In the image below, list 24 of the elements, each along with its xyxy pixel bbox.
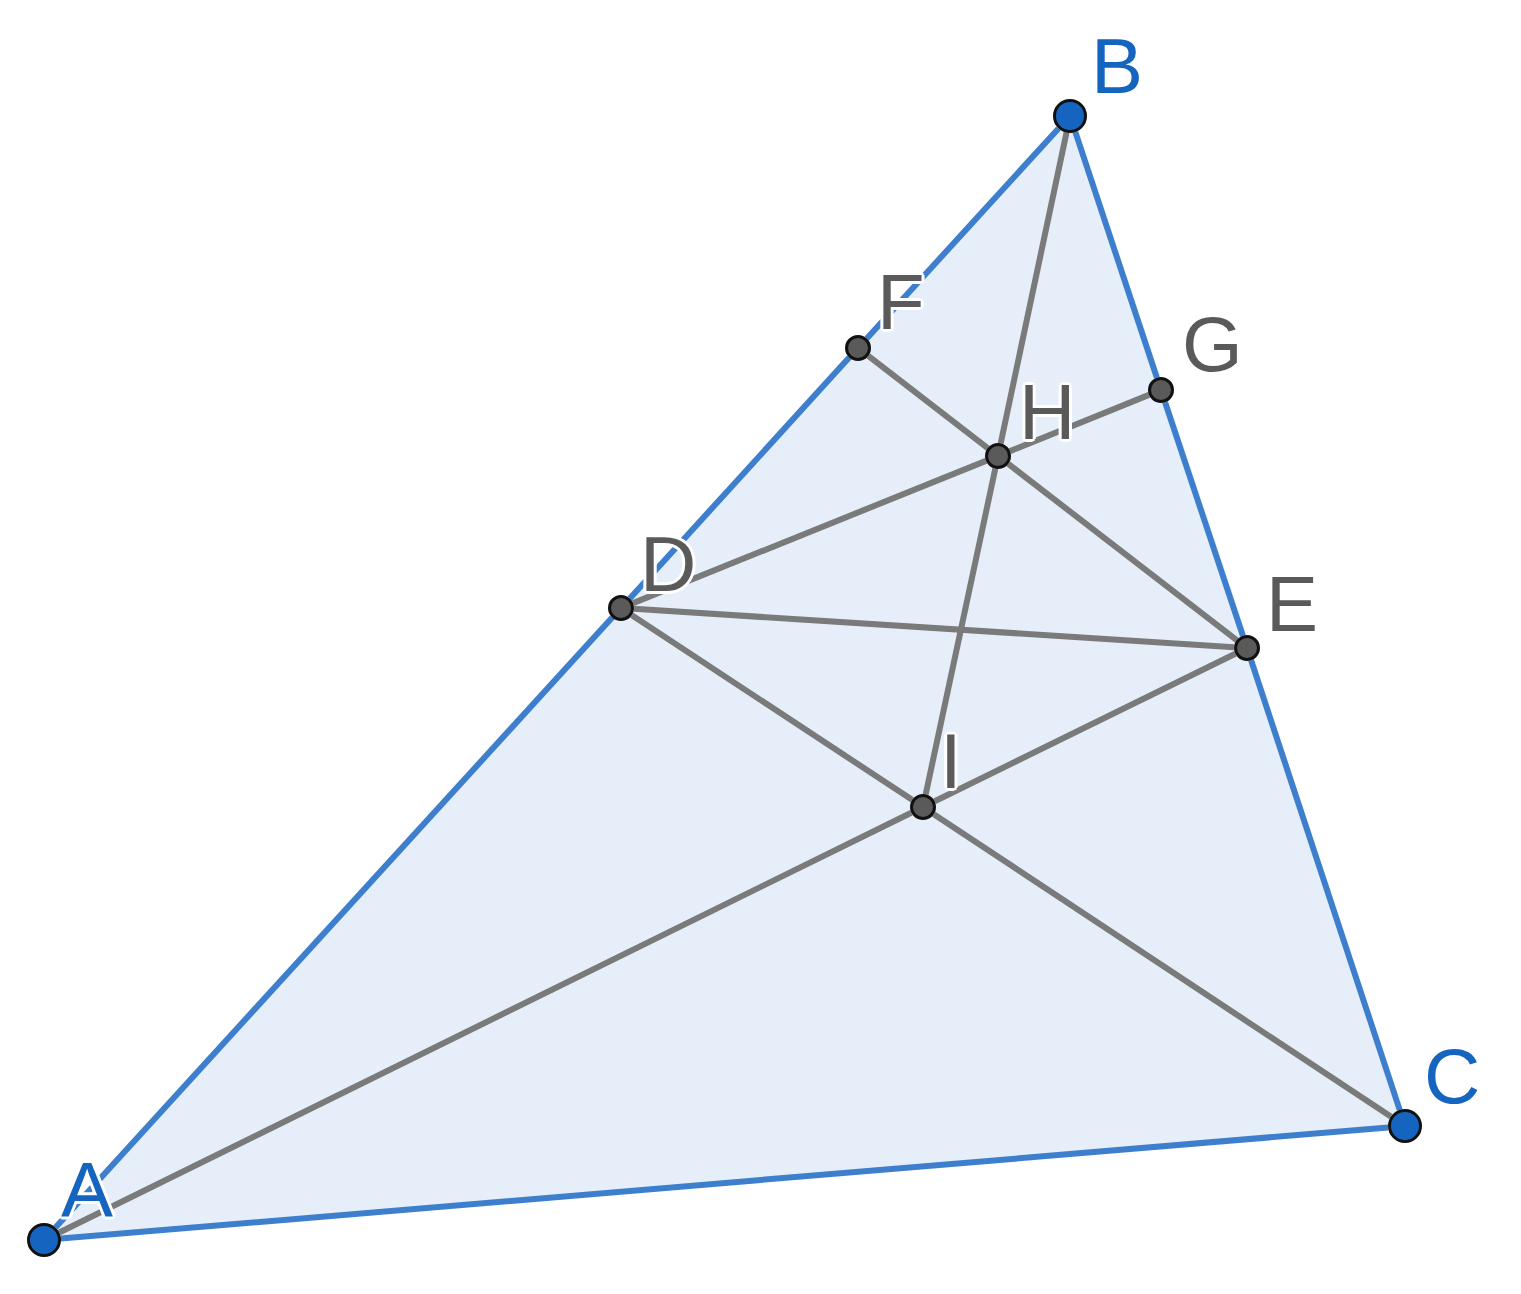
point-label: H [1019,373,1076,451]
segment [631,458,988,606]
point-label: E [1266,565,1319,643]
point-label: I [940,722,962,800]
segment [997,132,1070,444]
segment [933,651,1237,804]
segment [630,612,914,803]
point-label: B [1091,27,1144,105]
triangle-side [864,126,1061,341]
triangle-side [1072,131,1160,379]
triangle-side [1248,659,1403,1111]
point-label: G [1182,305,1243,383]
triangle-side [53,615,615,1230]
segment [1008,392,1151,454]
triangle-side [627,355,852,601]
segment [866,353,990,451]
segment [922,468,999,795]
segment [1006,461,1239,643]
segment [932,811,1393,1120]
triangle-side [1162,401,1246,637]
segment [633,605,1235,651]
segment [57,810,913,1236]
triangle-side [60,1124,1389,1242]
point-label: C [1424,1037,1481,1115]
